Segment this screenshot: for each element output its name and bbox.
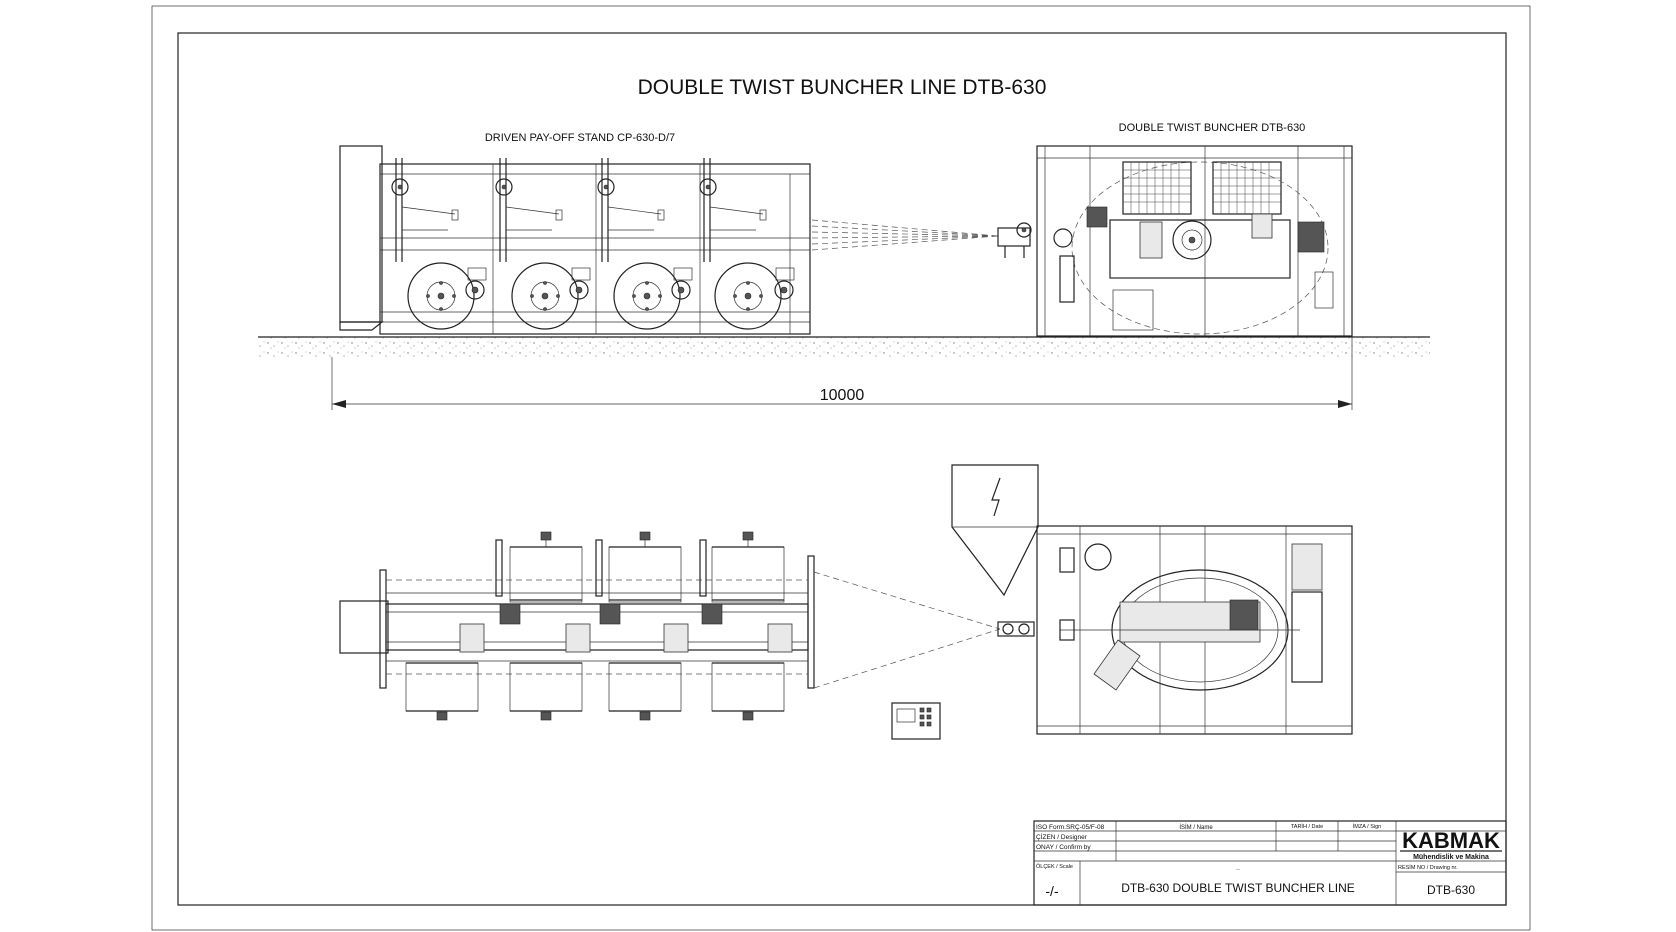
electrical-cabinet <box>951 464 1039 597</box>
name-header: İSİM / Name <box>1179 824 1213 831</box>
plan-view <box>339 464 1353 740</box>
designer-label: ÇİZEN / Designer <box>1036 832 1088 841</box>
payoff-bay <box>391 158 487 330</box>
sign-header: İMZA / Sign <box>1353 823 1381 830</box>
control-panel <box>891 702 941 740</box>
drawing-description: DTB-630 DOUBLE TWIST BUNCHER LINE <box>1121 881 1355 895</box>
payoff-bay <box>699 158 795 330</box>
reel-plan <box>608 662 682 721</box>
wire-paths-side <box>811 219 999 251</box>
payoff-bay <box>495 158 591 330</box>
floor <box>258 337 1430 357</box>
company-subtitle: Mühendislik ve Makina <box>1413 854 1489 861</box>
reel-plan <box>509 662 583 721</box>
buncher-label: DOUBLE TWIST BUNCHER DTB-630 <box>1119 122 1306 134</box>
reel-plan <box>699 531 785 603</box>
buncher-plan <box>997 525 1353 735</box>
drawing-title: DOUBLE TWIST BUNCHER LINE DTB-630 <box>638 76 1047 99</box>
company-logo: KABMAK <box>1402 828 1500 853</box>
payoff-stand-label: DRIVEN PAY-OFF STAND CP-630-D/7 <box>485 132 675 144</box>
outer-frame <box>151 5 1531 931</box>
scale-label: ÖLÇEK / Scale <box>1036 863 1073 870</box>
buncher-side <box>997 145 1353 337</box>
overall-length-dimension: 10000 <box>331 337 1353 410</box>
title-block: ISO Form.SRÇ-05/F-08 İSİM / Name TARİH /… <box>1033 820 1507 906</box>
iso-form: ISO Form.SRÇ-05/F-08 <box>1036 824 1105 831</box>
side-elevation: DRIVEN PAY-OFF STAND CP-630-D/7 DOUBLE T… <box>258 122 1430 410</box>
small-mark: .. <box>1236 865 1240 872</box>
scale-value: -/- <box>1045 883 1059 899</box>
payoff-stand-plan <box>339 531 815 721</box>
date-header: TARİH / Date <box>1291 823 1323 830</box>
payoff-stand-side <box>339 145 811 335</box>
payoff-bay <box>597 158 693 330</box>
reel-plan <box>495 531 583 603</box>
wire-paths-plan <box>813 571 1001 689</box>
reel-plan <box>711 662 785 721</box>
reel-plan <box>595 531 682 603</box>
length-value: 10000 <box>820 387 865 404</box>
inner-frame <box>177 32 1507 906</box>
confirm-label: ONAY / Confirm by <box>1036 844 1091 851</box>
reel-plan <box>405 662 479 721</box>
drawing-number: DTB-630 <box>1427 883 1475 897</box>
drawing-number-label: RESİM NO / Drawing nr. <box>1398 864 1458 871</box>
lightning-icon <box>991 477 1001 517</box>
